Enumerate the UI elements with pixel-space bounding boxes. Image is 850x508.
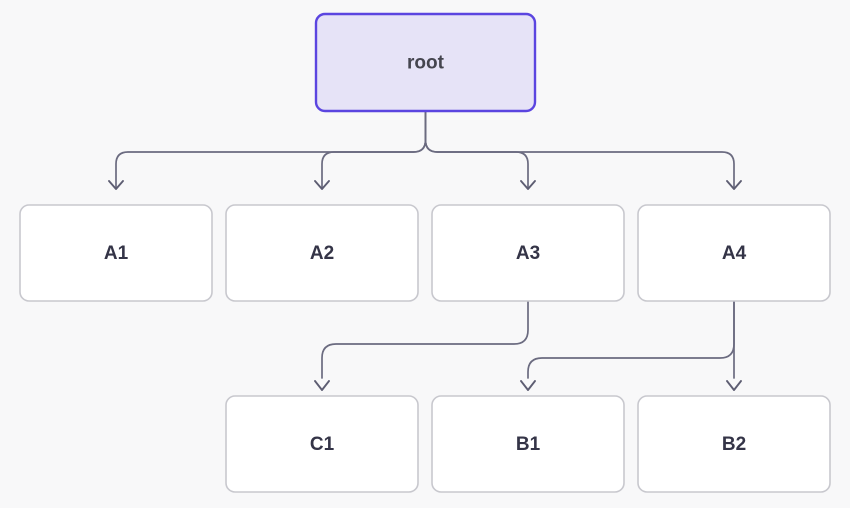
node-B1[interactable]: B1	[431, 395, 625, 493]
node-B2[interactable]: B2	[637, 395, 831, 493]
arrowhead-icon	[520, 380, 536, 391]
edge-root-to-A3	[424, 110, 529, 188]
node-label-A2: A2	[310, 243, 334, 264]
edge-A4-to-B1	[527, 300, 735, 379]
node-label-C1: C1	[310, 434, 335, 455]
node-box-A1[interactable]	[19, 204, 213, 302]
arrowhead-icon	[520, 180, 536, 190]
node-label-B1: B1	[516, 434, 541, 455]
node-A1[interactable]: A1	[19, 204, 213, 302]
node-root[interactable]: root	[314, 12, 537, 113]
node-box-A4[interactable]	[637, 204, 831, 302]
node-box-B1[interactable]	[431, 395, 625, 493]
node-box-B2[interactable]	[637, 395, 831, 493]
node-label-A3: A3	[516, 243, 540, 264]
node-A3[interactable]: A3	[431, 204, 625, 302]
node-C1[interactable]: C1	[225, 395, 419, 493]
node-A4[interactable]: A4	[637, 204, 831, 302]
node-box-A2[interactable]	[225, 204, 419, 302]
node-A2[interactable]: A2	[225, 204, 419, 302]
arrowhead-icon	[726, 380, 742, 391]
node-box-A3[interactable]	[431, 204, 625, 302]
node-box-C1[interactable]	[225, 395, 419, 493]
edges-layer	[115, 110, 735, 379]
node-label-B2: B2	[722, 434, 746, 455]
arrowhead-icon	[108, 180, 124, 190]
arrowheads-layer	[108, 180, 742, 391]
node-label-A4: A4	[722, 243, 747, 264]
arrowhead-icon	[726, 180, 742, 190]
edge-root-to-A2	[321, 110, 427, 188]
edge-A3-to-C1	[321, 300, 529, 379]
node-label-A1: A1	[104, 243, 129, 264]
node-label-root: root	[407, 53, 445, 74]
edge-root-to-A4	[424, 110, 735, 188]
arrowhead-icon	[314, 180, 330, 190]
arrowhead-icon	[314, 380, 330, 391]
node-box-root[interactable]	[314, 12, 537, 113]
edge-root-to-A1	[115, 110, 427, 188]
